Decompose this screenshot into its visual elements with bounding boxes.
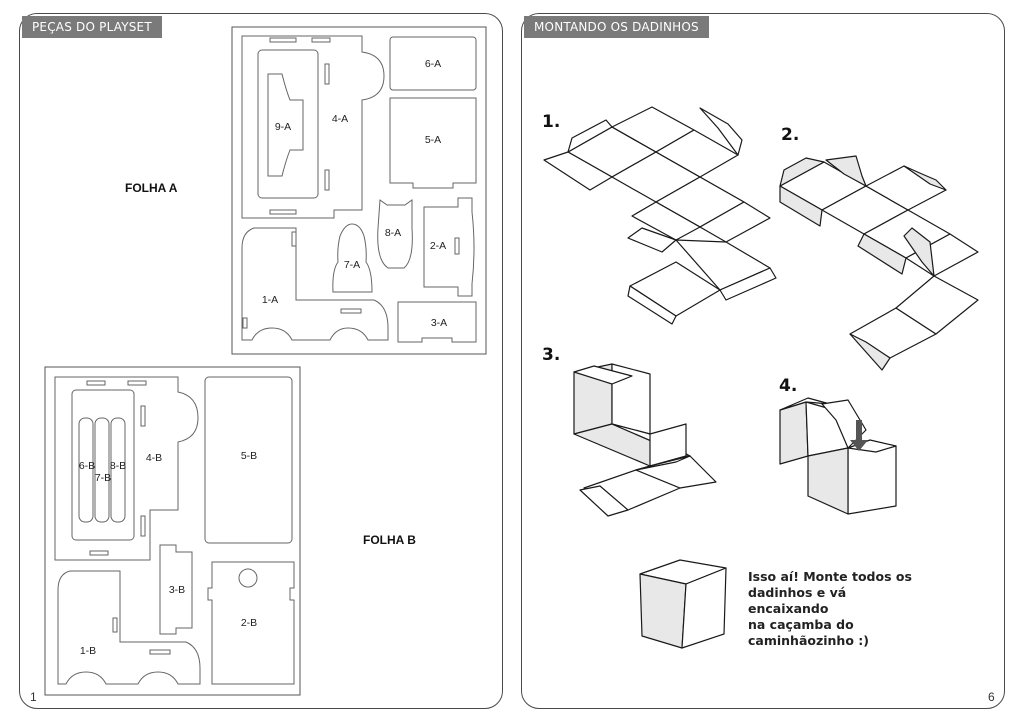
label-7b: 7-B [95, 472, 111, 484]
piece-3b [159, 544, 193, 635]
step-2-diagram [779, 155, 979, 371]
piece-6b [78, 417, 94, 523]
piece-2a [423, 197, 475, 297]
piece-5a [389, 97, 477, 189]
step-4-diagram [779, 397, 897, 515]
step-2-number: 2. [781, 125, 800, 145]
label-9a: 9-A [275, 121, 291, 133]
sheet-b-label: FOLHA B [363, 533, 416, 547]
label-7a: 7-A [344, 259, 360, 271]
final-message-line-2: dadinhos e vá encaixando [748, 585, 847, 616]
label-2a: 2-A [430, 240, 446, 252]
final-message: Isso aí! Monte todos os dadinhos e vá en… [748, 569, 923, 649]
label-4b: 4-B [146, 452, 162, 464]
final-message-line-1: Isso aí! Monte todos os [748, 569, 912, 584]
right-page-header: MONTANDO OS DADINHOS [524, 16, 709, 38]
step-3-diagram [573, 363, 717, 517]
left-page-header: PEÇAS DO PLAYSET [22, 16, 162, 38]
final-message-line-4: caminhãozinho :) [748, 633, 869, 648]
step-1-number: 1. [542, 112, 561, 132]
piece-9a [267, 73, 304, 177]
piece-7a [332, 223, 373, 293]
piece-8a [377, 199, 413, 269]
label-1b: 1-B [80, 645, 96, 657]
piece-2b [207, 561, 295, 685]
piece-5b [204, 376, 293, 544]
sheet-a-label: FOLHA A [125, 181, 178, 195]
left-page-number: 1 [30, 690, 37, 704]
label-5b: 5-B [241, 450, 257, 462]
sheet-a: 9-A 4-A 6-A 5-A 8-A 2-A 7-A 1-A 3-A [231, 26, 487, 355]
final-message-line-3: na caçamba do [748, 617, 854, 632]
step-1-diagram [543, 106, 777, 325]
label-8b: 8-B [110, 460, 126, 472]
piece-7b [94, 417, 110, 523]
piece-1b [57, 570, 201, 685]
label-3a: 3-A [431, 317, 447, 329]
label-2b: 2-B [241, 617, 257, 629]
sheet-b: 4-B 5-B 6-B 7-B 8-B 3-B 2-B 1-B [44, 366, 301, 696]
label-8a: 8-A [385, 227, 401, 239]
final-cube [639, 559, 727, 649]
piece-6a [389, 36, 477, 91]
piece-1a [241, 227, 389, 341]
label-6b: 6-B [79, 460, 95, 472]
piece-8b [110, 417, 126, 523]
label-6a: 6-A [425, 58, 441, 70]
label-4a: 4-A [332, 113, 348, 125]
label-3b: 3-B [169, 584, 185, 596]
step-4-number: 4. [779, 376, 798, 396]
label-5a: 5-A [425, 134, 441, 146]
piece-3a [397, 301, 477, 343]
right-page-number: 6 [988, 690, 995, 704]
step-3-number: 3. [542, 345, 561, 365]
label-1a: 1-A [262, 294, 278, 306]
